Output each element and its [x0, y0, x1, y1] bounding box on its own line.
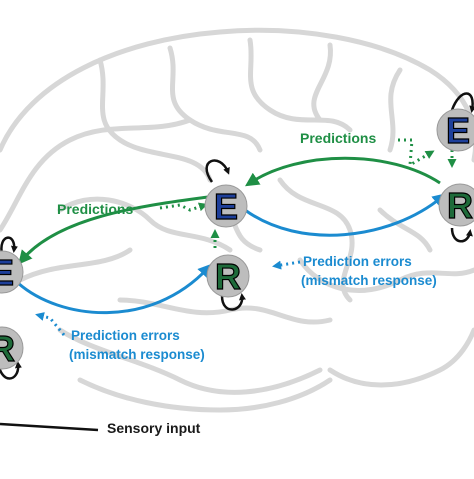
prediction-arrow-high-to-mid — [244, 156, 441, 187]
self-loop-r-high — [450, 227, 473, 243]
sensory-input-label: Sensory input — [107, 420, 201, 436]
prediction-errors-low-line1: Prediction errors — [71, 328, 180, 343]
dotted-link-predictions-right — [398, 138, 435, 168]
node-r-high: R — [438, 183, 474, 227]
node-e-high: E — [436, 108, 474, 152]
dotted-link-predictions-left — [159, 202, 208, 212]
error-arrow-mid-to-high — [244, 193, 447, 237]
node-r-mid-letter: R — [215, 256, 241, 297]
self-loop-r-low — [0, 361, 22, 380]
self-loop-e-mid — [205, 159, 230, 183]
node-r-low: R — [0, 326, 24, 370]
prediction-errors-mid-line1: Prediction errors — [303, 254, 412, 269]
self-loop-e-high — [450, 92, 474, 113]
node-e-low-letter: E — [0, 252, 14, 293]
node-r-mid: R — [206, 254, 250, 298]
node-e-mid-letter: E — [214, 186, 238, 227]
self-loops — [0, 92, 474, 380]
error-arrow-low-to-mid — [17, 263, 213, 315]
dotted-error-links — [35, 260, 301, 336]
top-down-prediction-arrows — [18, 156, 441, 265]
dotted-link-errors-mid — [272, 260, 301, 270]
predictions-label-left: Predictions — [57, 201, 133, 217]
predictions-label-right: Predictions — [300, 130, 376, 146]
node-e-low: E — [0, 250, 24, 294]
dotted-prediction-links — [159, 138, 457, 248]
dotted-link-errors-low — [35, 312, 66, 336]
prediction-errors-low-line2: (mismatch response) — [69, 347, 205, 362]
node-e-mid: E — [204, 184, 248, 228]
prediction-errors-mid-line2: (mismatch response) — [301, 273, 437, 288]
bottom-up-error-arrows — [17, 193, 447, 315]
self-loop-r-mid — [220, 293, 246, 311]
self-loop-e-low — [0, 236, 18, 255]
node-r-low-letter: R — [0, 328, 15, 369]
node-r-high-letter: R — [447, 185, 473, 226]
node-e-high-letter: E — [446, 110, 470, 151]
prediction-arrow-mid-to-low — [18, 195, 209, 265]
sensory-input-line — [0, 422, 99, 432]
